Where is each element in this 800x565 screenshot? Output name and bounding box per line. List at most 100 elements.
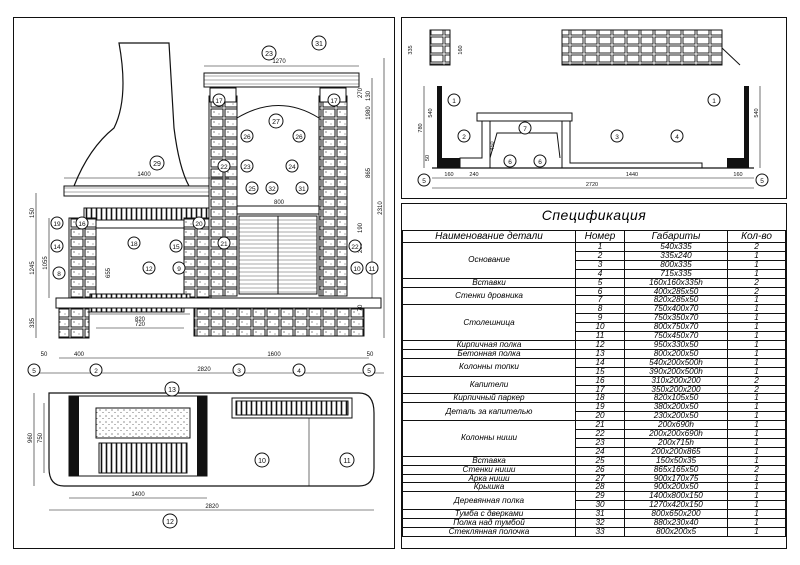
- callout-10: 10: [353, 266, 361, 273]
- front-elevation-drawing: 1270 1400 800 820 720 400 1600 50 50 282…: [27, 35, 385, 529]
- callout-32: 32: [268, 186, 276, 193]
- part-quantity: 1: [727, 455, 786, 466]
- part-dimensions: 200x690h: [624, 420, 728, 431]
- part-quantity: 1: [727, 331, 786, 341]
- dim-190: 190: [358, 222, 364, 233]
- part-dimensions: 715x335: [624, 268, 728, 279]
- part-quantity: 1: [727, 366, 786, 377]
- brick-detail-small: [429, 29, 451, 66]
- part-number: 12: [575, 339, 625, 350]
- part-dimensions: 200x200x690h: [624, 429, 728, 439]
- brick-detail-strip: [561, 29, 723, 66]
- section-right-wall: [727, 86, 749, 168]
- callout-21: 21: [220, 241, 228, 248]
- sec-callout-6-right: 6: [538, 159, 542, 166]
- part-name: Крышка: [402, 482, 576, 493]
- col-number: Номер: [575, 230, 625, 243]
- part-number: 15: [575, 366, 625, 377]
- part-quantity: 1: [727, 322, 786, 333]
- callout-24: 24: [288, 164, 296, 171]
- part-number: 1: [575, 242, 625, 252]
- part-name: Столешница: [402, 304, 576, 341]
- part-number: 19: [575, 402, 625, 413]
- shelf-over-cabinet: [236, 205, 320, 215]
- section-drawing: 335 160 160 240 1440 160 2720 780 540 54…: [408, 29, 769, 189]
- specification-sheet: Спецификация Наименование детали Номер Г…: [401, 203, 787, 549]
- part-dimensions: 335x240: [624, 250, 728, 261]
- plan-dim-750: 750: [38, 432, 44, 443]
- callout-30: 23: [265, 51, 273, 58]
- part-quantity: 1: [727, 491, 786, 502]
- plan-callout-10: 10: [258, 458, 266, 465]
- base-left: [58, 307, 90, 339]
- callout-17-left: 17: [215, 98, 223, 105]
- sec-callout-2: 2: [462, 134, 466, 141]
- part-name: Стенки дровника: [402, 286, 576, 306]
- plan-callout-13: 13: [168, 387, 176, 394]
- callout-11: 11: [369, 266, 376, 273]
- dim-400: 400: [74, 352, 85, 358]
- callout-15: 15: [172, 244, 180, 251]
- dim-335: 335: [30, 317, 36, 328]
- part-dimensions: 750x450x70: [624, 331, 728, 341]
- part-dimensions: 1270x420x150: [624, 500, 728, 511]
- sec-dim-160c: 160: [733, 172, 742, 178]
- firebox-column-left: [68, 217, 97, 299]
- callout-29: 29: [153, 161, 161, 168]
- part-quantity: 1: [727, 295, 786, 306]
- part-dimensions: 380x200x50: [624, 402, 728, 413]
- callout-26-left: 26: [243, 134, 251, 141]
- part-dimensions: 865x165x50: [624, 464, 728, 475]
- part-name: Капители: [402, 375, 576, 395]
- part-dimensions: 200x200x865: [624, 446, 728, 457]
- dim-655: 655: [106, 267, 112, 278]
- dim-2310: 2310: [378, 201, 384, 215]
- part-number: 14: [575, 357, 625, 368]
- part-dimensions: 1400x800x150: [624, 491, 728, 502]
- spec-title: Спецификация: [541, 207, 647, 223]
- callout-16: 16: [78, 221, 86, 228]
- part-dimensions: 800x650x200: [624, 509, 728, 520]
- plan-dim-960: 960: [28, 432, 34, 443]
- part-number: 27: [575, 473, 625, 484]
- part-dimensions: 400x285x50: [624, 286, 728, 297]
- sec-dim-2720: 2720: [586, 182, 598, 188]
- dim-50-right: 50: [367, 352, 374, 358]
- part-dimensions: 540x335: [624, 242, 728, 252]
- part-dimensions: 800x200x50: [624, 348, 728, 359]
- part-quantity: 1: [727, 348, 786, 359]
- part-name: Деревянная полка: [402, 491, 576, 511]
- sec-dim-540b: 540: [754, 108, 760, 117]
- part-quantity: 1: [727, 304, 786, 315]
- callout-4: 4: [297, 368, 301, 375]
- callout-3: 3: [237, 368, 241, 375]
- part-quantity: 1: [727, 339, 786, 350]
- part-quantity: 1: [727, 518, 786, 528]
- niche-column-right: [318, 95, 348, 297]
- dim-720: 720: [135, 322, 146, 328]
- part-quantity: 2: [727, 286, 786, 297]
- brick-shelf: [98, 442, 188, 474]
- callout-2: 2: [94, 368, 98, 375]
- part-dimensions: 800x335: [624, 259, 728, 270]
- part-dimensions: 900x200x50: [624, 482, 728, 493]
- front-elevation-sheet: 1270 1400 800 820 720 400 1600 50 50 282…: [13, 17, 395, 549]
- part-number: 20: [575, 411, 625, 422]
- sec-dim-335: 335: [408, 45, 414, 54]
- chimney-hood: [73, 42, 191, 187]
- part-name: Колонны ниши: [402, 420, 576, 457]
- part-name: Кирпичная полка: [402, 339, 576, 350]
- callout-26-right: 26: [295, 134, 303, 141]
- dim-1055: 1055: [43, 256, 49, 270]
- part-number: 31: [575, 509, 625, 520]
- part-quantity: 1: [727, 393, 786, 404]
- part-number: 32: [575, 518, 625, 528]
- part-name: Основание: [402, 242, 576, 279]
- sec-callout-1-left: 1: [452, 98, 456, 105]
- dim-1270: 1270: [272, 59, 286, 65]
